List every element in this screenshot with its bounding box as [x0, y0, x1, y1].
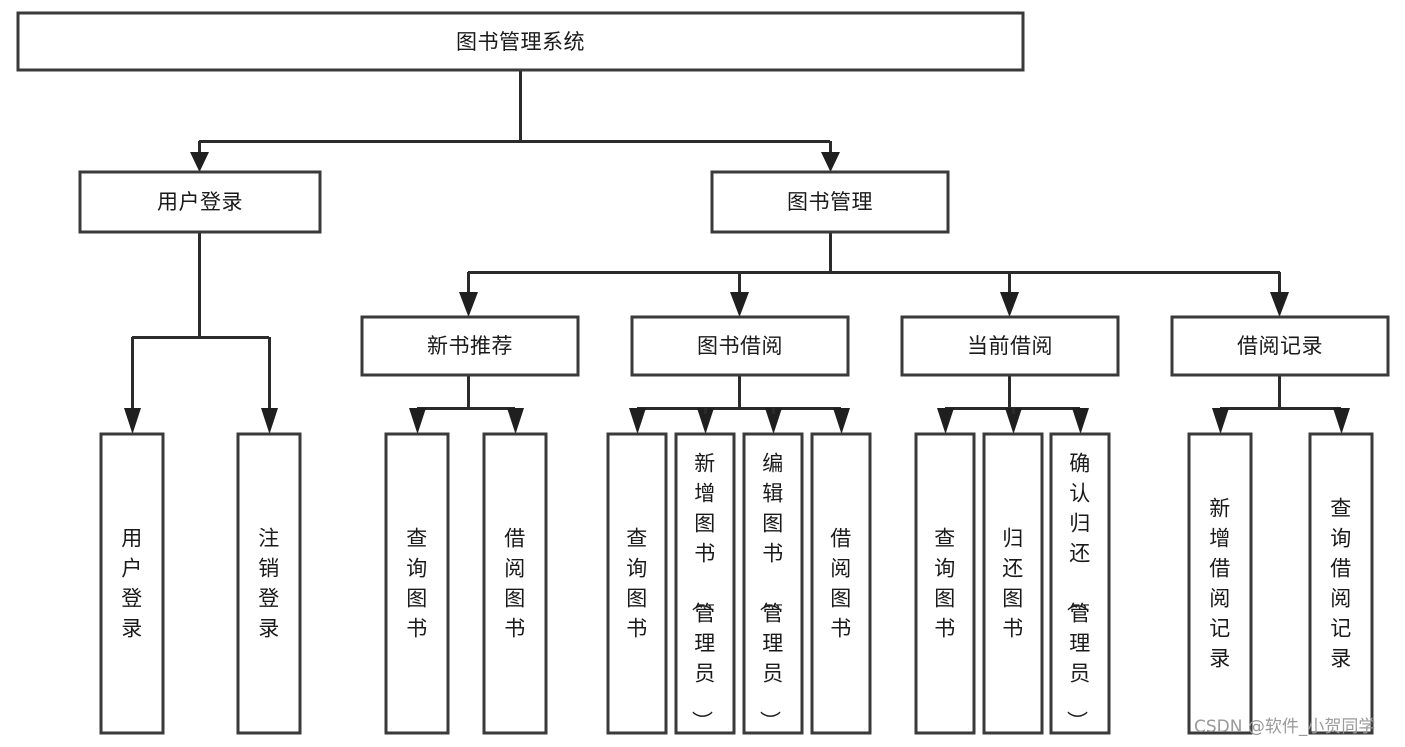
leaf-node-layer: 用户登录 注销登录 查询图书 借阅图书 查询图书 新增图书（管理员） 编辑图书（管理员） 借阅…	[99, 432, 1374, 735]
connector-group-borrow-record	[1212, 375, 1350, 434]
leaf-node[interactable]: 借阅图书	[482, 432, 548, 735]
leaf-node-label: 新增图书（管理员）	[689, 452, 716, 733]
leaf-node-label: 新增借阅记录	[1209, 497, 1231, 671]
node-box-book-borrow[interactable]	[630, 315, 850, 377]
leaf-node-label: 查询借阅记录	[1330, 497, 1352, 671]
leaf-node-box[interactable]	[1049, 432, 1111, 735]
connector-group-user-login	[124, 232, 278, 434]
arrow-head-icon	[629, 408, 646, 434]
node-box-book-management[interactable]	[710, 170, 950, 234]
arrow-head-icon	[1333, 408, 1350, 434]
arrow-head-icon	[697, 408, 714, 434]
csdn-watermark: CSDN @软件_小贺同学	[1194, 717, 1375, 737]
arrow-head-icon	[1270, 292, 1289, 317]
leaf-node-label: 借阅图书	[504, 527, 526, 641]
node-label-root: 图书管理系统	[456, 30, 585, 54]
leaf-node-label: 归还图书	[1002, 527, 1024, 641]
connector-group-book-borrow	[629, 375, 850, 434]
node-book-management[interactable]: 图书管理	[710, 170, 950, 234]
node-borrow-record[interactable]: 借阅记录	[1170, 315, 1390, 377]
arrow-head-icon	[937, 408, 954, 434]
leaf-node[interactable]: 借阅图书	[810, 432, 872, 735]
connector-group-new-book-rec	[409, 375, 524, 434]
node-label-book-borrow: 图书借阅	[697, 334, 783, 358]
node-new-book-recommend[interactable]: 新书推荐	[360, 315, 580, 377]
leaf-node-box[interactable]	[674, 432, 736, 735]
leaf-node-box[interactable]	[982, 432, 1044, 735]
node-user-login[interactable]: 用户登录	[78, 170, 322, 234]
node-label-borrow-record: 借阅记录	[1237, 334, 1323, 358]
leaf-node-box[interactable]	[236, 432, 302, 735]
leaf-node[interactable]: 用户登录	[99, 432, 165, 735]
leaf-node-box[interactable]	[1308, 432, 1374, 735]
arrow-head-icon	[1072, 408, 1089, 434]
leaf-node-box[interactable]	[742, 432, 804, 735]
node-box-user-login[interactable]	[78, 170, 322, 234]
node-box-root[interactable]	[16, 11, 1025, 72]
leaf-node[interactable]: 编辑图书（管理员）	[742, 432, 804, 735]
connector-group-root	[190, 70, 840, 172]
leaf-node-label: 查询图书	[406, 527, 428, 641]
node-root-system[interactable]: 图书管理系统	[16, 11, 1025, 72]
arrow-head-icon	[261, 408, 278, 434]
leaf-node-box[interactable]	[606, 432, 668, 735]
arrow-head-icon	[765, 408, 782, 434]
node-label-new-book-recommend: 新书推荐	[427, 334, 513, 358]
leaf-node-box[interactable]	[1187, 432, 1253, 735]
leaf-node-box[interactable]	[810, 432, 872, 735]
leaf-node-box[interactable]	[384, 432, 450, 735]
node-box-borrow-record[interactable]	[1170, 315, 1390, 377]
connector-group-current-borrow	[937, 375, 1089, 434]
leaf-node[interactable]: 归还图书	[982, 432, 1044, 735]
node-current-borrow[interactable]: 当前借阅	[900, 315, 1120, 377]
arrow-head-icon	[459, 292, 478, 317]
leaf-node-label: 编辑图书（管理员）	[757, 452, 784, 733]
arrow-head-icon	[507, 408, 524, 434]
leaf-node-box[interactable]	[99, 432, 165, 735]
node-book-borrow[interactable]: 图书借阅	[630, 315, 850, 377]
leaf-node[interactable]: 查询图书	[606, 432, 668, 735]
leaf-node[interactable]: 新增借阅记录	[1187, 432, 1253, 735]
arrow-head-icon	[124, 408, 141, 434]
leaf-node[interactable]: 查询图书	[384, 432, 450, 735]
arrow-head-icon	[1005, 408, 1022, 434]
leaf-node[interactable]: 新增图书（管理员）	[674, 432, 736, 735]
leaf-node[interactable]: 查询借阅记录	[1308, 432, 1374, 735]
arrow-head-icon	[1212, 408, 1229, 434]
leaf-node[interactable]: 查询图书	[914, 432, 976, 735]
arrow-head-icon	[730, 292, 749, 317]
arrow-head-icon	[409, 408, 426, 434]
connector-group-book-mgmt	[459, 232, 1289, 317]
arrow-head-icon	[833, 408, 850, 434]
leaf-node-label: 确认归还（管理员）	[1064, 452, 1091, 733]
arrow-head-icon	[1000, 292, 1019, 317]
arrow-head-icon	[821, 152, 840, 172]
node-box-current-borrow[interactable]	[900, 315, 1120, 377]
leaf-node-label: 借阅图书	[830, 527, 852, 641]
node-label-book-management: 图书管理	[787, 190, 873, 214]
node-label-user-login: 用户登录	[157, 190, 243, 214]
leaf-node[interactable]: 注销登录	[236, 432, 302, 735]
leaf-node-label: 查询图书	[934, 527, 956, 641]
node-box-new-book-recommend[interactable]	[360, 315, 580, 377]
leaf-node-label: 查询图书	[626, 527, 648, 641]
leaf-node-box[interactable]	[482, 432, 548, 735]
leaf-node-label: 用户登录	[121, 527, 143, 641]
arrow-head-icon	[190, 152, 209, 172]
leaf-node[interactable]: 确认归还（管理员）	[1049, 432, 1111, 735]
node-label-current-borrow: 当前借阅	[967, 334, 1053, 358]
leaf-node-box[interactable]	[914, 432, 976, 735]
leaf-node-label: 注销登录	[258, 527, 280, 641]
